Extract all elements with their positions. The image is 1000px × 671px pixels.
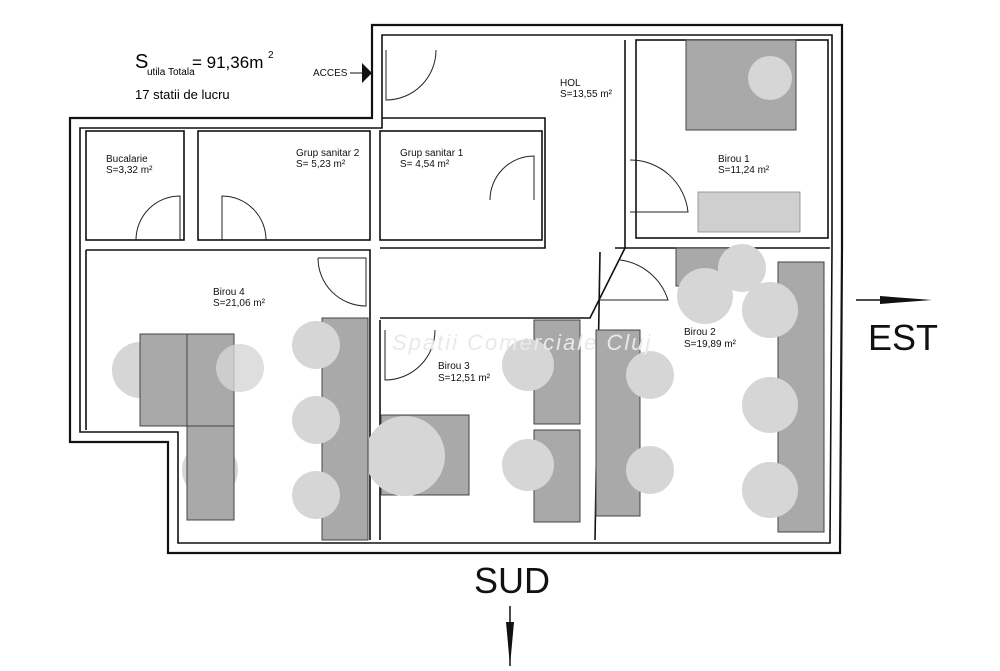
- room-bucalarie: Bucalarie S=3,32 m²: [106, 154, 153, 176]
- east-arrow-icon: [880, 296, 932, 304]
- east-label: EST: [868, 317, 938, 358]
- total-area-symbol: S: [135, 51, 148, 73]
- outer-walls: [68, 23, 844, 555]
- watermark: Spatii Comerciale Cluj: [392, 330, 652, 355]
- total-area-subscript: utila Totala: [147, 67, 195, 78]
- room-area: S= 4,54 m²: [400, 159, 450, 170]
- room-hol: HOL S=13,55 m²: [560, 78, 613, 100]
- south-arrow-icon: [506, 622, 514, 666]
- room-name: Bucalarie: [106, 154, 148, 165]
- room-birou-3: Birou 3 S=12,51 m²: [438, 361, 491, 384]
- doors: [135, 49, 689, 381]
- room-birou-4: Birou 4 S=21,06 m²: [213, 287, 266, 309]
- room-grup-sanitar-2: Grup sanitar 2 S= 5,23 m²: [296, 148, 360, 170]
- access-arrow-icon: [362, 63, 372, 83]
- room-name: Birou 3: [438, 361, 470, 372]
- room-name: Grup sanitar 2: [296, 148, 360, 159]
- room-name: HOL: [560, 78, 581, 89]
- room-birou-2: Birou 2 S=19,89 m²: [684, 327, 737, 350]
- furniture: [112, 39, 825, 541]
- room-name: Birou 4: [213, 287, 245, 298]
- room-name: Birou 2: [684, 327, 716, 338]
- room-area: S=21,06 m²: [213, 298, 266, 309]
- access-label: ACCES: [313, 68, 348, 79]
- room-area: S=3,32 m²: [106, 165, 153, 176]
- compass-east: EST: [856, 296, 938, 358]
- room-area: S=19,89 m²: [684, 339, 737, 350]
- compass-south: SUD: [474, 560, 550, 666]
- total-area-exponent: 2: [268, 50, 274, 61]
- room-birou-1: Birou 1 S=11,24 m²: [718, 154, 770, 176]
- workstations-count: 17 statii de lucru: [135, 87, 230, 102]
- room-grup-sanitar-1: Grup sanitar 1 S= 4,54 m²: [400, 148, 464, 170]
- room-area: S= 5,23 m²: [296, 159, 346, 170]
- room-area: S=13,55 m²: [560, 89, 613, 100]
- room-name: Grup sanitar 1: [400, 148, 464, 159]
- room-area: S=12,51 m²: [438, 373, 491, 384]
- room-name: Birou 1: [718, 154, 750, 165]
- total-area-value: = 91,36m: [192, 53, 263, 72]
- room-area: S=11,24 m²: [718, 165, 770, 176]
- south-label: SUD: [474, 560, 550, 601]
